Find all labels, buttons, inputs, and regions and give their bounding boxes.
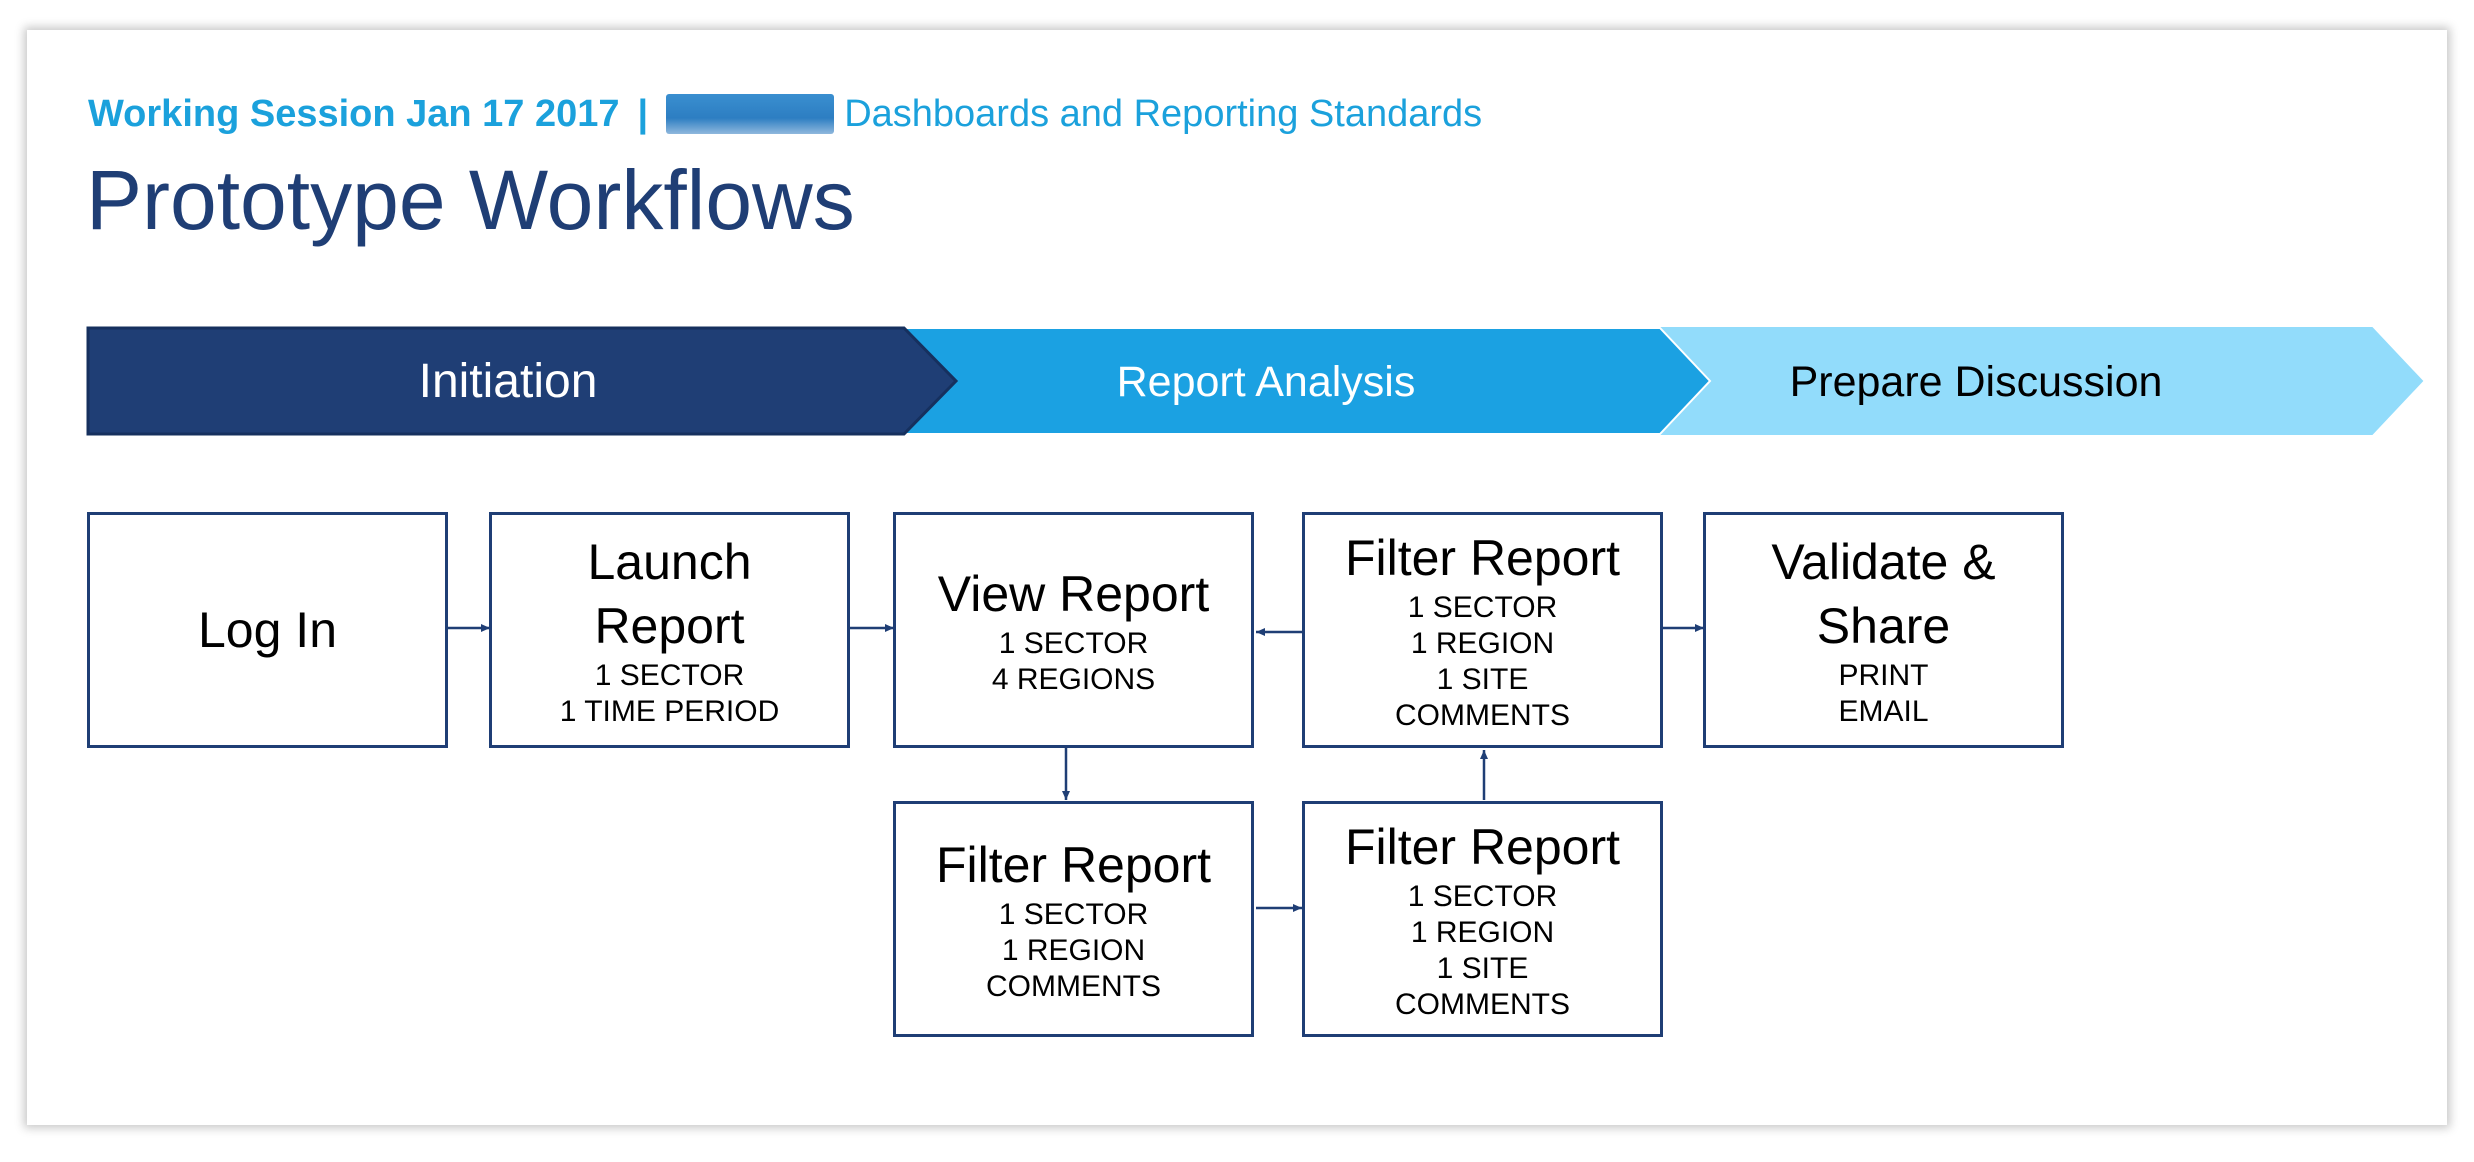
step-detail: 1 SITE <box>1436 952 1529 985</box>
step-filter-report-lower: Filter Report 1 SECTOR 1 REGION COMMENTS <box>893 801 1254 1037</box>
redacted-block <box>666 94 835 134</box>
step-detail: 4 REGIONS <box>991 663 1156 696</box>
session-label: Working Session Jan 17 2017 <box>88 93 620 135</box>
step-detail: 1 SECTOR <box>594 659 745 692</box>
step-detail: 1 SECTOR <box>1407 880 1558 913</box>
step-title: Launch Report <box>587 534 752 654</box>
step-validate-share: Validate & Share PRINT EMAIL <box>1703 512 2064 748</box>
header-separator: | <box>637 93 649 135</box>
step-view-report: View Report 1 SECTOR 4 REGIONS <box>893 512 1254 748</box>
step-detail: COMMENTS <box>1395 699 1570 732</box>
step-launch-report: Launch Report 1 SECTOR 1 TIME PERIOD <box>489 512 850 748</box>
step-detail: 1 TIME PERIOD <box>559 695 780 728</box>
step-detail: 1 REGION <box>1410 916 1555 949</box>
step-detail: EMAIL <box>1838 695 1929 728</box>
page-title: Prototype Workflows <box>86 153 855 247</box>
step-detail: 1 SITE <box>1436 663 1529 696</box>
step-title: Log In <box>197 602 337 658</box>
step-detail: PRINT <box>1838 659 1929 692</box>
step-title: Validate & Share <box>1771 534 1996 654</box>
step-filter-report-upper: Filter Report 1 SECTOR 1 REGION 1 SITE C… <box>1302 512 1663 748</box>
step-detail: COMMENTS <box>986 970 1161 1003</box>
step-filter-report-site: Filter Report 1 SECTOR 1 REGION 1 SITE C… <box>1302 801 1663 1037</box>
step-log-in: Log In <box>87 512 448 748</box>
step-detail: COMMENTS <box>1395 988 1570 1021</box>
step-detail: 1 SECTOR <box>998 898 1149 931</box>
step-detail: 1 SECTOR <box>998 627 1149 660</box>
step-detail: 1 SECTOR <box>1407 591 1558 624</box>
header-subtitle: Dashboards and Reporting Standards <box>844 93 1483 135</box>
step-title: Filter Report <box>1344 819 1621 875</box>
step-title: Filter Report <box>935 837 1212 893</box>
step-detail: 1 REGION <box>1001 934 1146 967</box>
step-detail: 1 REGION <box>1410 627 1555 660</box>
step-title: Filter Report <box>1344 530 1621 586</box>
header-line: Working Session Jan 17 2017 | Dashboards a… <box>88 86 1482 142</box>
step-title: View Report <box>937 566 1210 622</box>
